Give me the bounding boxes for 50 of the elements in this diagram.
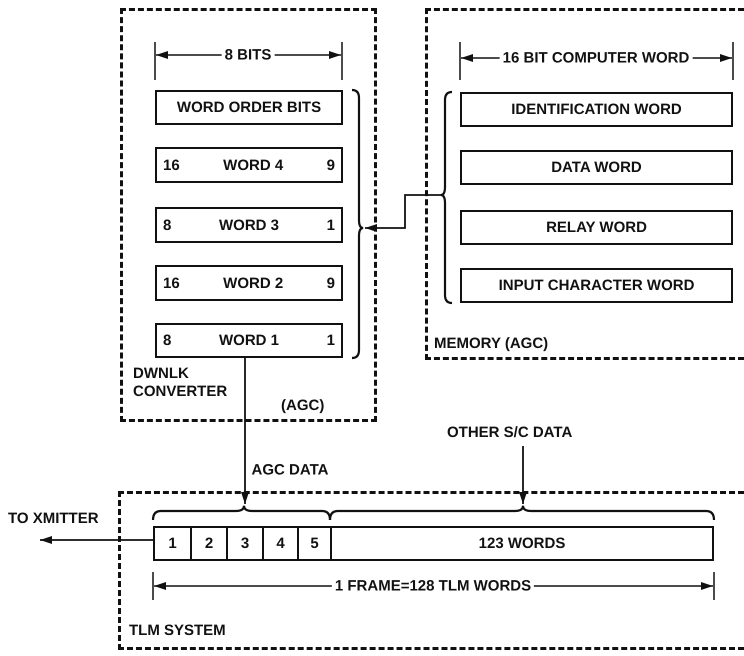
word-label: 5	[310, 535, 319, 552]
note-text: TO XMITTER	[8, 510, 99, 527]
group-label: MEMORY (AGC)	[434, 335, 550, 353]
bit-number: 16	[163, 156, 180, 174]
word-label: WORD 3	[219, 216, 279, 234]
word-label: 2	[204, 535, 214, 552]
word-box	[460, 210, 733, 245]
frame-word-cell	[330, 526, 714, 561]
word-box	[460, 150, 733, 185]
arrow	[519, 446, 527, 504]
bit-number: 16	[163, 274, 180, 292]
bit-number: 9	[326, 274, 335, 292]
word-label: WORD ORDER BITS	[176, 99, 322, 116]
arrow	[365, 194, 441, 232]
group-label: TLM SYSTEM	[129, 622, 227, 640]
bit-number: 9	[326, 156, 335, 174]
group-label: DWNLK CONVERTER	[133, 365, 228, 401]
bit-number: 8	[163, 332, 172, 349]
bit-number: 1	[326, 216, 335, 234]
word-label: WORD 1	[219, 332, 279, 349]
word-box	[460, 268, 733, 303]
dashed-group-box	[118, 491, 744, 650]
word-label: 3	[240, 535, 250, 552]
arrow	[241, 358, 249, 504]
word-label: INPUT CHARACTER WORD	[498, 277, 694, 294]
word-box	[155, 323, 343, 358]
arrow	[40, 536, 153, 544]
word-box	[460, 92, 733, 127]
word-label: WORD 4	[223, 156, 284, 174]
word-label: DATA WORD	[551, 159, 642, 176]
word-label: 4	[276, 535, 285, 552]
dashed-group-box	[120, 8, 377, 422]
frame-word-cell	[190, 526, 228, 561]
frame-word-cell	[262, 526, 299, 561]
word-label: IDENTIFICATION WORD	[511, 101, 682, 118]
word-label: RELAY WORD	[546, 219, 647, 236]
word-box	[155, 207, 343, 243]
note-text: OTHER S/C DATA	[447, 424, 572, 441]
word-box	[155, 147, 343, 183]
word-box	[155, 90, 343, 125]
frame-word-cell	[226, 526, 264, 561]
word-label: WORD 2	[223, 274, 284, 292]
bit-number: 1	[326, 332, 335, 349]
bit-number: 8	[163, 216, 172, 234]
word-box	[155, 265, 343, 301]
frame-word-cell	[153, 526, 192, 561]
dashed-group-box	[425, 8, 744, 360]
word-label: 1	[168, 535, 177, 552]
frame-word-cell	[297, 526, 332, 561]
group-label: (AGC)	[281, 397, 326, 415]
